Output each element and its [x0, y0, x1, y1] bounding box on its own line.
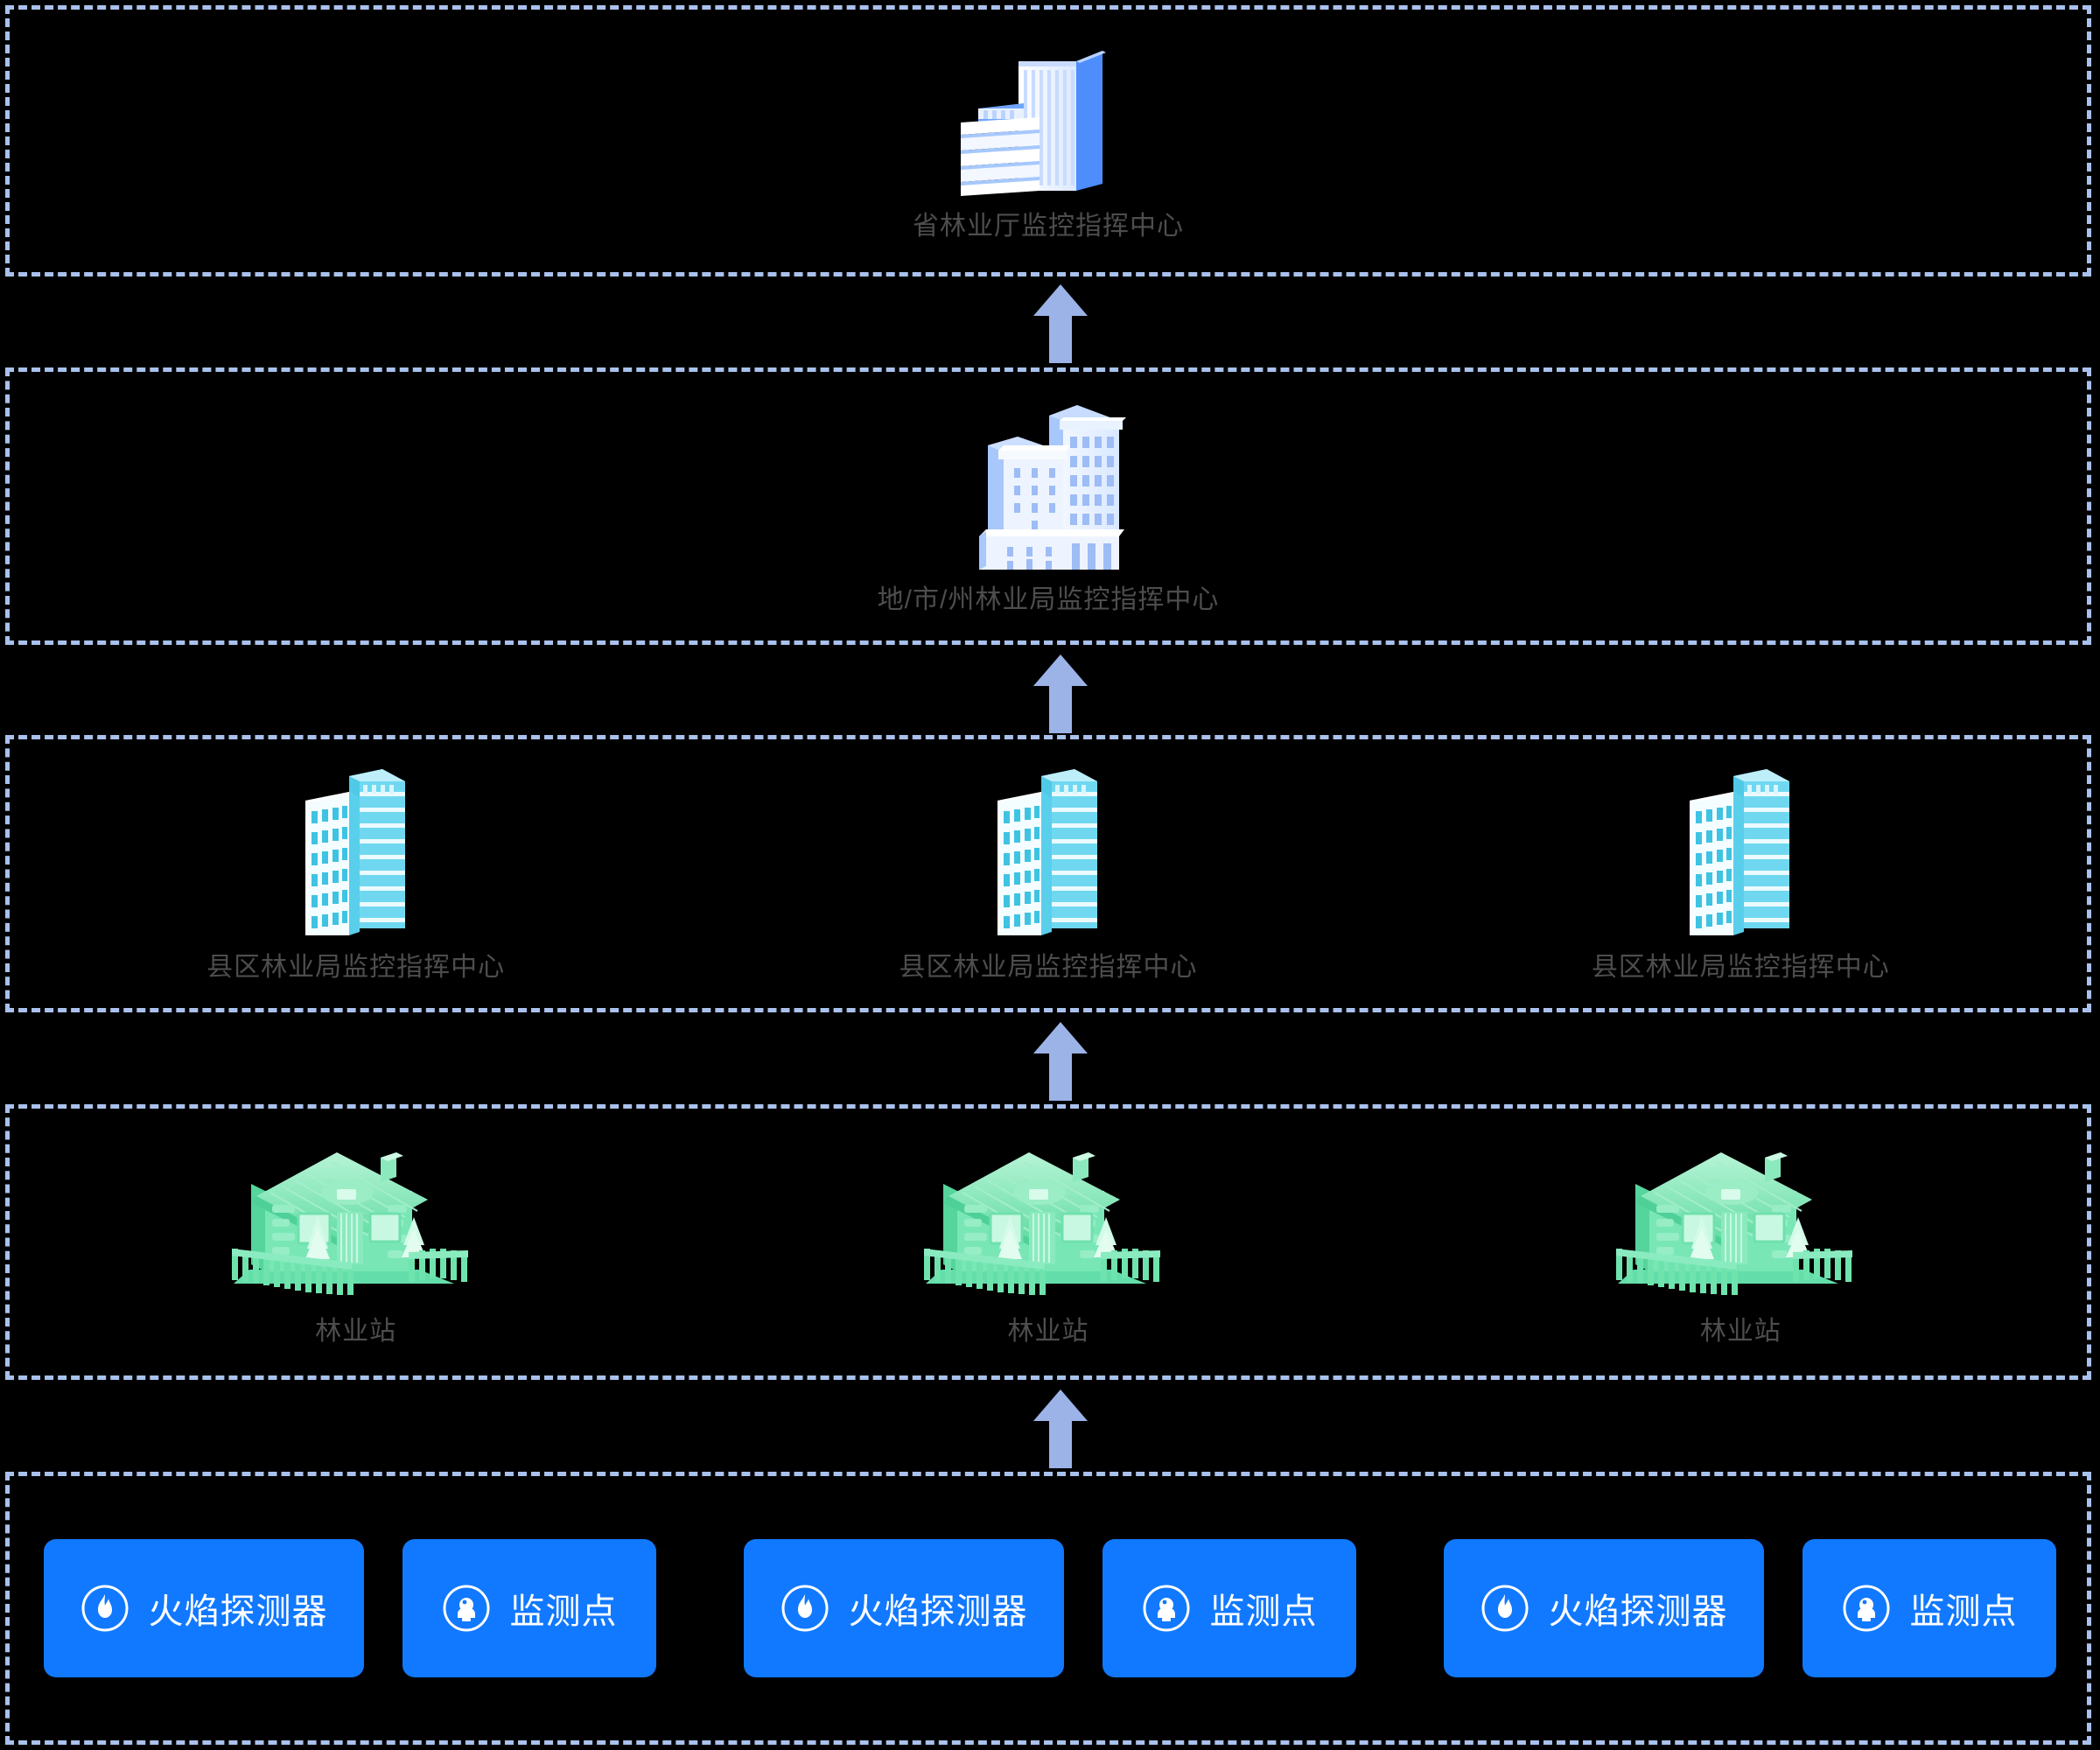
node-city-center[interactable]: 地/市/州林业局监控指挥中心: [830, 398, 1267, 614]
monitoring-camera-icon: [443, 1585, 489, 1632]
node-label: 林业站: [1007, 1317, 1089, 1346]
flame-detector-button[interactable]: 火焰探测器: [44, 1539, 364, 1677]
flame-detector-icon: [81, 1585, 128, 1632]
device-button-label: 监测点: [509, 1592, 618, 1631]
device-button-label: 监测点: [1209, 1592, 1318, 1631]
node-county-center-1[interactable]: 县区林业局监控指挥中心: [137, 766, 575, 982]
county-building-icon: [1679, 766, 1802, 941]
tier-panel-province: 省林业厅监控指挥中心: [5, 5, 2091, 276]
tier-panel-county: 县区林业局监控指挥中心: [5, 735, 2091, 1012]
monitoring-point-button[interactable]: 监测点: [402, 1539, 656, 1677]
node-label: 地/市/州林业局监控指挥中心: [877, 585, 1220, 614]
city-building-icon: [965, 398, 1131, 573]
device-button-label: 火焰探测器: [148, 1592, 328, 1631]
flame-detector-icon: [1481, 1585, 1528, 1632]
node-label: 县区林业局监控指挥中心: [1591, 953, 1890, 982]
flame-detector-button[interactable]: 火焰探测器: [1444, 1539, 1764, 1677]
node-label: 县区林业局监控指挥中心: [206, 953, 506, 982]
node-county-center-2[interactable]: 县区林业局监控指挥中心: [830, 766, 1267, 982]
node-province-center[interactable]: 省林业厅监控指挥中心: [830, 42, 1267, 241]
node-forestry-station-3[interactable]: 林业站: [1522, 1138, 1959, 1346]
device-button-label: 火焰探测器: [848, 1592, 1028, 1631]
flame-detector-button[interactable]: 火焰探测器: [744, 1539, 1064, 1677]
node-label: 省林业厅监控指挥中心: [913, 211, 1184, 241]
device-button-label: 火焰探测器: [1548, 1592, 1728, 1631]
monitoring-point-button[interactable]: 监测点: [1802, 1539, 2056, 1677]
monitoring-point-button[interactable]: 监测点: [1102, 1539, 1356, 1677]
tier-panel-station: 林业站: [5, 1104, 2091, 1380]
node-county-center-3[interactable]: 县区林业局监控指挥中心: [1522, 766, 1959, 982]
node-label: 县区林业局监控指挥中心: [899, 953, 1198, 982]
monitoring-camera-icon: [1843, 1585, 1889, 1632]
tier-panel-devices: [5, 1472, 2091, 1745]
node-label: 林业站: [1699, 1317, 1782, 1346]
province-building-icon: [943, 42, 1153, 200]
node-forestry-station-2[interactable]: 林业站: [830, 1138, 1267, 1346]
forestry-station-house-icon: [917, 1138, 1180, 1305]
flame-detector-icon: [781, 1585, 828, 1632]
device-button-label: 监测点: [1909, 1592, 2018, 1631]
monitoring-camera-icon: [1143, 1585, 1189, 1632]
county-building-icon: [295, 766, 417, 941]
forestry-station-house-icon: [1609, 1138, 1872, 1305]
device-group-3: 火焰探测器 监测点: [1400, 1539, 2100, 1677]
device-group-2: 火焰探测器 监测点: [700, 1539, 1400, 1677]
forestry-station-house-icon: [225, 1138, 487, 1305]
node-forestry-station-1[interactable]: 林业站: [137, 1138, 575, 1346]
device-group-1: 火焰探测器 监测点: [0, 1539, 700, 1677]
node-label: 林业站: [315, 1317, 397, 1346]
device-button-row: 火焰探测器 监测点 火焰探测器: [0, 1472, 2100, 1745]
tier-panel-city: 地/市/州林业局监控指挥中心: [5, 368, 2091, 645]
county-building-icon: [987, 766, 1110, 941]
